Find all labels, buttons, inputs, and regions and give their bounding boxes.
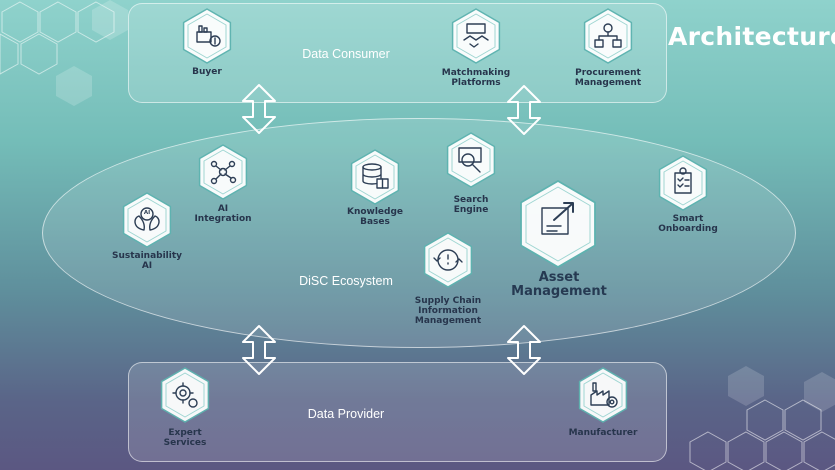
search-engine-magnifier-icon [446,132,496,188]
manufacturer-label: Manufacturer [568,428,638,438]
data-provider-label: Data Provider [307,407,385,421]
matchmaking-handshake-icon [451,8,501,64]
data-provider-panel [128,362,667,462]
sustainability-ai-leaf-icon [122,192,172,248]
supply-chain-cycle-icon [423,232,473,288]
ai-integration-network-icon [198,144,248,200]
smart-onboarding-checklist-icon [658,155,708,211]
buyer-icon [182,8,232,64]
sustainability-ai-badge-text: AI [144,210,150,216]
page-title: Architecture [668,22,835,51]
asset-management-icon [520,180,596,268]
data-consumer-label: Data Consumer [302,47,390,61]
expert-services-gear-icon [160,367,210,423]
manufacturer-factory-icon [578,367,628,423]
knowledge-bases-database-icon [350,149,400,205]
buyer-label: Buyer [192,67,222,77]
procurement-icon [583,8,633,64]
disc-ecosystem-label: DiSC Ecosystem [299,274,393,288]
